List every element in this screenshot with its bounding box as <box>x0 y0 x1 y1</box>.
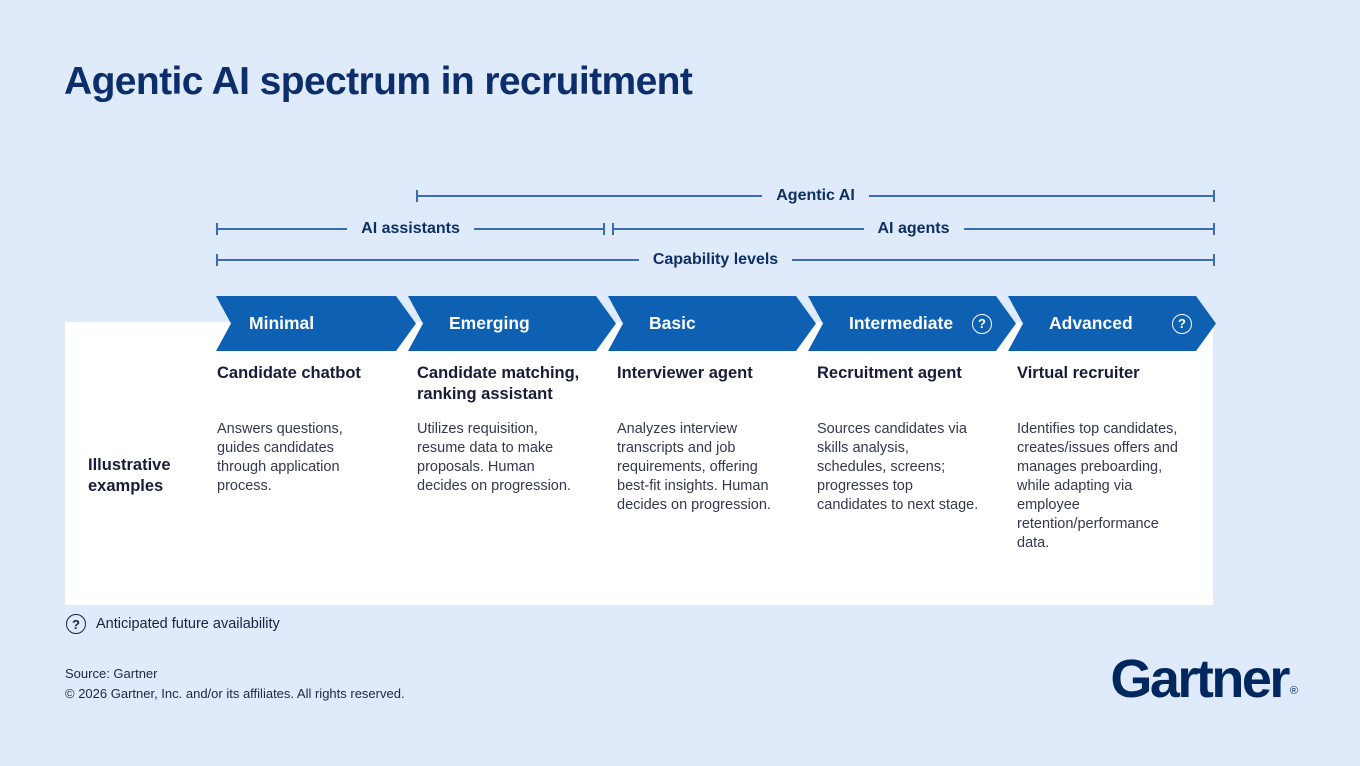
bracket-label-capability-levels: Capability levels <box>652 251 779 268</box>
bracket-tick <box>1213 190 1215 202</box>
illustrative-examples-label: Illustrative examples <box>88 456 171 495</box>
bracket-line <box>218 259 639 261</box>
level-label: Emerging <box>449 313 530 333</box>
bracket-label-agentic-ai: Agentic AI <box>776 187 855 204</box>
question-icon: ? <box>972 313 992 334</box>
bracket-agentic-ai: Agentic AI <box>416 187 1215 204</box>
chevron-shape-minimal <box>216 296 416 351</box>
example-description: Analyzes interview transcripts and job r… <box>617 421 771 513</box>
bracket-line <box>614 228 864 230</box>
bracket-tick <box>1213 223 1216 235</box>
chevron-shape-advanced <box>1008 296 1216 351</box>
level-advanced: Advanced ? <box>1016 296 1216 351</box>
bracket-ai-assistants: AI assistants <box>216 220 605 237</box>
source-line: Source: Gartner <box>65 666 158 681</box>
level-label: Basic <box>649 313 696 333</box>
bracket-tick <box>1213 254 1216 266</box>
level-intermediate: Intermediate ? <box>816 296 1016 351</box>
bracket-line <box>473 228 603 230</box>
level-emerging: Emerging <box>416 296 616 351</box>
example-description: Identifies top candidates, creates/issue… <box>1017 421 1178 551</box>
example-column-basic: Interviewer agent Analyzes interview tra… <box>617 363 801 515</box>
level-minimal: Minimal <box>216 296 416 351</box>
chevron-shape-basic <box>608 296 816 351</box>
example-title: Candidate matching, ranking assistant <box>417 364 580 403</box>
example-description: Sources candidates via skills analysis, … <box>817 421 979 513</box>
bracket-tick <box>603 223 605 235</box>
bracket-line <box>418 195 763 197</box>
copyright-line: © 2026 Gartner, Inc. and/or its affiliat… <box>65 685 405 701</box>
bracket-line <box>868 195 1213 197</box>
example-title: Candidate chatbot <box>217 364 361 382</box>
example-column-intermediate: Recruitment agent Sources candidates via… <box>817 363 1001 515</box>
example-title: Virtual recruiter <box>1017 364 1140 382</box>
question-icon: ? <box>1172 313 1192 334</box>
bracket-label-ai-agents: AI agents <box>877 220 950 237</box>
chevron-shape-emerging <box>408 296 616 351</box>
bracket-capability-levels: Capability levels <box>216 251 1216 268</box>
source-note: Source: Gartner © 2026 Gartner, Inc. and… <box>65 664 405 703</box>
example-description: Utilizes requisition, resume data to mak… <box>417 421 571 494</box>
example-column-advanced: Virtual recruiter Identifies top candida… <box>1017 363 1201 553</box>
level-label: Minimal <box>249 313 315 333</box>
bracket-tick <box>416 190 418 202</box>
registered-mark: ® <box>1289 685 1298 697</box>
bracket-tick <box>216 223 218 235</box>
example-column-minimal: Candidate chatbot Answers questions, gui… <box>217 363 401 496</box>
level-label: Advanced <box>1049 313 1133 333</box>
bracket-tick <box>216 254 218 266</box>
bracket-label-ai-assistants: AI assistants <box>361 220 460 237</box>
example-column-emerging: Candidate matching, ranking assistant Ut… <box>417 363 601 496</box>
bracket-line <box>792 259 1214 261</box>
capability-arrow-band <box>216 296 1216 351</box>
examples-panel <box>65 322 1213 605</box>
question-icon: ? <box>66 614 86 634</box>
chevron-shape-intermediate <box>808 296 1016 351</box>
gartner-logo-text: Gartner <box>1110 649 1290 709</box>
legend: ? Anticipated future availability <box>66 614 280 634</box>
level-basic: Basic <box>616 296 816 351</box>
bracket-line <box>963 228 1214 230</box>
level-label: Intermediate <box>849 313 954 333</box>
page-title: Agentic AI spectrum in recruitment <box>64 60 693 103</box>
example-description: Answers questions, guides candidates thr… <box>217 421 343 494</box>
gartner-logo: Gartner® <box>1110 648 1298 710</box>
example-title: Interviewer agent <box>617 364 753 382</box>
legend-label: Anticipated future availability <box>96 616 280 632</box>
bracket-line <box>218 228 348 230</box>
example-title: Recruitment agent <box>817 364 962 382</box>
bracket-ai-agents: AI agents <box>612 220 1216 237</box>
bracket-tick <box>612 223 614 235</box>
